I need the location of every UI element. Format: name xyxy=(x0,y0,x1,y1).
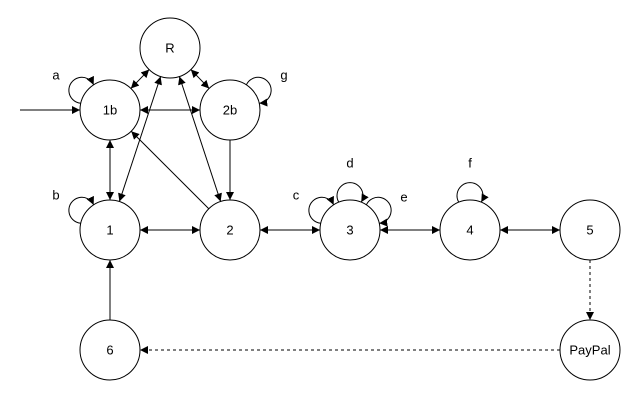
edge-R-1 xyxy=(118,76,162,202)
edge-2b-R xyxy=(190,69,210,89)
edge-R-2 xyxy=(178,76,222,202)
node-label: 2 xyxy=(226,222,233,237)
node-5: 5 xyxy=(559,199,621,261)
node-label: 6 xyxy=(106,342,113,357)
self-loop-4-f: f xyxy=(456,155,489,203)
node-label: 4 xyxy=(466,222,473,237)
edge-2-1b xyxy=(130,130,210,210)
node-label: PayPal xyxy=(569,342,610,357)
node-label: 3 xyxy=(346,222,353,237)
node-label: 5 xyxy=(586,222,593,237)
node-1: 1 xyxy=(79,199,141,261)
self-loop-label: c xyxy=(293,187,300,202)
node-6: 6 xyxy=(79,319,141,381)
self-loop-3-d: d xyxy=(336,155,369,203)
node-1b: 1b xyxy=(79,79,141,141)
node-2b: 2b xyxy=(199,79,261,141)
self-loop-label: f xyxy=(468,155,472,170)
edge-1b-R xyxy=(130,69,150,89)
self-loops-layer: a g b c d e f xyxy=(52,67,489,227)
self-loop-label: g xyxy=(280,67,287,82)
node-label: 1 xyxy=(106,222,113,237)
node-label: 1b xyxy=(103,102,117,117)
self-loop-2b-g: g xyxy=(245,67,288,107)
self-loop-label: a xyxy=(52,67,60,82)
node-4: 4 xyxy=(439,199,501,261)
nodes-layer: R 1b 2b 1 2 3 4 5 6 PayPal xyxy=(79,17,621,381)
node-label: R xyxy=(165,40,174,55)
node-PayPal: PayPal xyxy=(559,319,621,381)
node-3: 3 xyxy=(319,199,381,261)
self-loop-3-e: e xyxy=(365,189,408,227)
self-loop-label: b xyxy=(52,187,59,202)
node-2: 2 xyxy=(199,199,261,261)
self-loop-1-b: b xyxy=(52,187,95,224)
self-loop-label: e xyxy=(400,189,407,204)
self-loop-3-c: c xyxy=(293,187,335,224)
node-label: 2b xyxy=(223,102,237,117)
self-loop-1b-a: a xyxy=(52,67,95,104)
self-loop-label: d xyxy=(346,155,353,170)
edges-layer xyxy=(20,69,594,354)
node-R: R xyxy=(139,17,201,79)
